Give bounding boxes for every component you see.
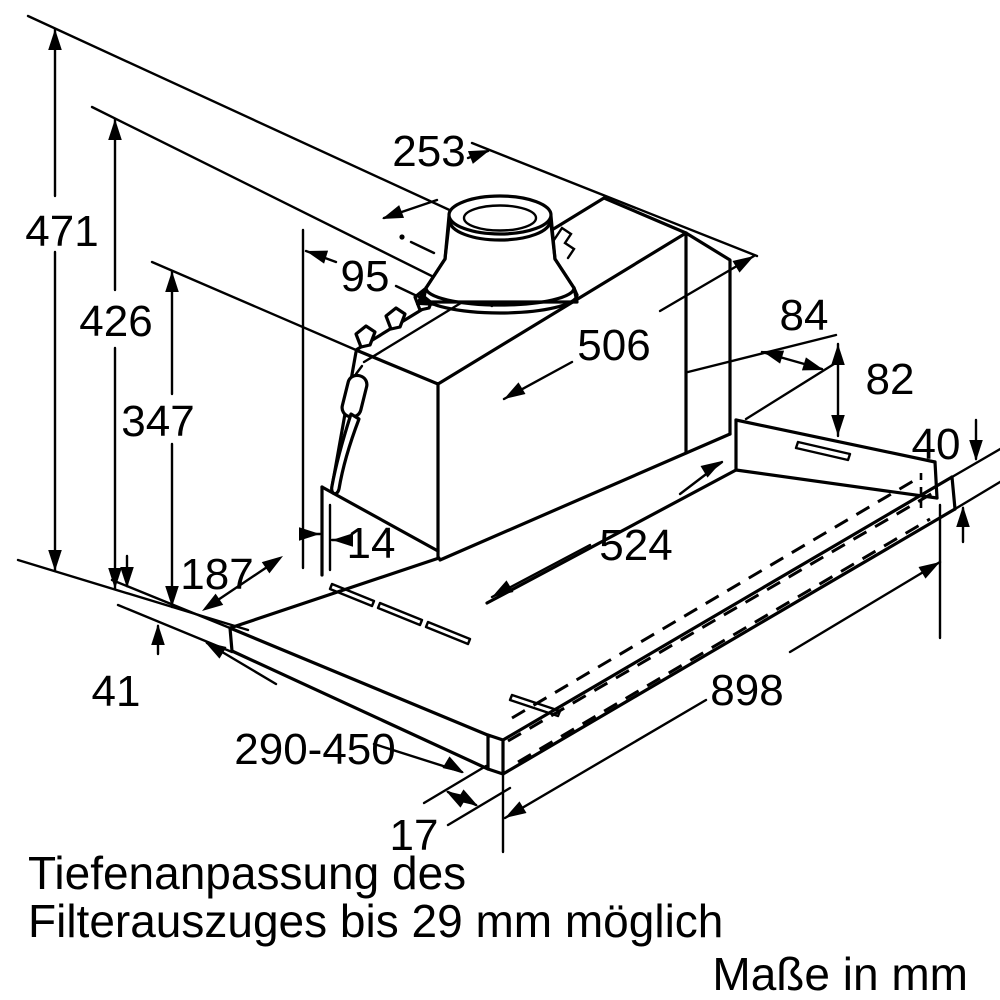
drawing-line	[446, 786, 512, 827]
power-cord	[330, 364, 369, 496]
hidden-rail-dashed	[507, 473, 939, 764]
arrowhead-icon	[382, 205, 405, 219]
dim-total-width: 898	[710, 666, 783, 715]
dim-lower-height: 347	[121, 397, 194, 446]
arrowhead-icon	[165, 271, 179, 292]
drawing-line	[788, 560, 942, 654]
arrowhead-icon	[108, 119, 122, 140]
drawing-line	[26, 14, 458, 215]
dim-body-height: 426	[79, 297, 152, 346]
dimension-labels: 471 426 347 253 95 506 84 82 40 524 14 1…	[25, 127, 960, 860]
dimension-arrows	[48, 29, 983, 818]
drawing-line	[150, 260, 358, 352]
vent-slots	[328, 582, 472, 646]
arrowhead-icon	[332, 533, 353, 547]
drawing-line	[422, 764, 488, 805]
arrowhead-icon	[504, 382, 526, 399]
arrowhead-icon	[831, 415, 845, 436]
arrowhead-icon	[467, 150, 490, 164]
arrowhead-icon	[492, 580, 514, 597]
drawing-line	[90, 105, 494, 308]
drawing-line	[16, 558, 250, 632]
dim-duct-offset: 253	[392, 127, 465, 176]
dim-front-gap: 14	[347, 519, 396, 568]
note-line2: Filterauszuges bis 29 mm möglich	[28, 895, 723, 947]
drawing-line	[744, 362, 836, 421]
arrowhead-icon	[831, 344, 845, 365]
drawing-line	[686, 333, 838, 374]
arrowhead-icon	[801, 357, 824, 371]
cable-hook-icon	[552, 226, 576, 260]
dim-body-depth: 506	[577, 321, 650, 370]
arrowhead-icon	[261, 556, 283, 574]
drawing-line	[470, 141, 759, 258]
dim-panel-height: 41	[92, 667, 141, 716]
filter-drawer	[228, 556, 492, 771]
note-line1: Tiefenanpassung des	[28, 847, 466, 899]
dim-body-width: 524	[599, 521, 672, 570]
arrowhead-icon	[415, 292, 438, 306]
arrowhead-icon	[151, 624, 165, 645]
arrowhead-icon	[120, 567, 134, 588]
arrowhead-icon	[108, 568, 122, 589]
arrowhead-icon	[205, 642, 227, 659]
dim-bracket-depth: 84	[780, 291, 829, 340]
dim-drawer-front: 187	[180, 550, 253, 599]
duct-collar	[399, 194, 579, 315]
drawing-line	[503, 698, 708, 820]
arrowhead-icon	[48, 29, 62, 50]
arrowhead-icon	[456, 789, 478, 806]
hood-body	[320, 196, 738, 605]
arrowhead-icon	[700, 461, 722, 478]
center-mark-icon	[399, 234, 405, 240]
dim-pullout-range: 290-450	[234, 725, 395, 774]
arrowhead-icon	[918, 562, 940, 579]
dim-rail-height: 40	[912, 420, 961, 469]
drawing-line	[953, 480, 1000, 511]
arrowhead-icon	[732, 256, 754, 273]
mounting-rail	[734, 418, 939, 500]
dim-front-overhang: 17	[390, 811, 439, 860]
units-note: Maße in mm	[712, 948, 968, 1000]
drawing-line	[950, 447, 1000, 479]
arrowhead-icon	[165, 586, 179, 607]
arrowhead-icon	[956, 506, 970, 527]
dim-bracket-height: 82	[866, 355, 915, 404]
arrowhead-icon	[306, 250, 329, 264]
dim-duct-side: 95	[341, 252, 390, 301]
arrowhead-icon	[442, 756, 464, 773]
arrowhead-icon	[762, 350, 785, 364]
note-text: Tiefenanpassung des Filterauszuges bis 2…	[28, 847, 968, 1000]
arrowhead-icon	[505, 801, 527, 818]
dim-total-height: 471	[25, 207, 98, 256]
arrowhead-icon	[202, 593, 224, 611]
arrowhead-icon	[969, 440, 983, 461]
arrowhead-icon	[48, 550, 62, 571]
arrowhead-icon	[299, 527, 320, 541]
